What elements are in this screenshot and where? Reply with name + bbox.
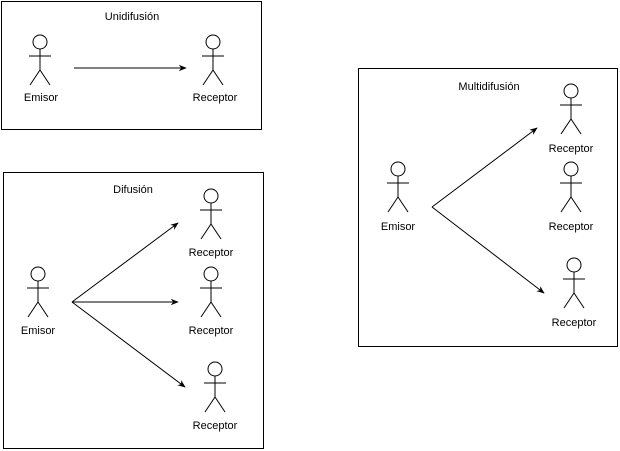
actor-right-leg bbox=[214, 396, 226, 413]
actor-left-leg bbox=[563, 292, 575, 309]
actor-right-leg bbox=[570, 196, 582, 213]
actor-right-leg bbox=[39, 69, 51, 86]
unicast-title: Unidifusión bbox=[105, 11, 159, 23]
actor-left-leg bbox=[200, 301, 212, 318]
actor-head bbox=[207, 361, 223, 377]
multicast-receiver-actor-3 bbox=[563, 257, 585, 309]
broadcast-receiver-label-1: Receptor bbox=[189, 247, 234, 259]
actor-left-leg bbox=[560, 118, 572, 135]
actor-left-leg bbox=[202, 69, 214, 86]
multicast-sender-label: Emisor bbox=[381, 221, 416, 233]
actor-head bbox=[205, 34, 221, 50]
unicast-sender-actor bbox=[29, 34, 51, 86]
actor-left-leg bbox=[204, 396, 216, 413]
multicast-receiver-actor-2 bbox=[560, 161, 582, 213]
broadcast-title: Difusión bbox=[113, 184, 153, 196]
actor-right-leg bbox=[397, 196, 409, 213]
broadcast-receiver-actor-2 bbox=[200, 266, 222, 318]
broadcast-panel: Difusión Emisor Receptor Receptor Recept… bbox=[3, 172, 264, 449]
actor-left-leg bbox=[27, 301, 39, 318]
actor-left-leg bbox=[200, 223, 212, 240]
multicast-receiver-label-1: Receptor bbox=[549, 143, 594, 155]
unicast-panel: Unidifusión Emisor Receptor bbox=[1, 1, 262, 130]
broadcast-receiver-label-3: Receptor bbox=[193, 420, 238, 432]
unicast-receiver-actor bbox=[202, 34, 224, 86]
actor-head bbox=[390, 161, 406, 177]
actor-right-leg bbox=[212, 69, 224, 86]
actor-left-leg bbox=[387, 196, 399, 213]
multicast-arrow-1 bbox=[431, 127, 538, 208]
actor-left-leg bbox=[29, 69, 41, 86]
broadcast-frame bbox=[3, 172, 264, 449]
multicast-title: Multidifusión bbox=[458, 81, 519, 93]
broadcast-receiver-actor-1 bbox=[200, 188, 222, 240]
actor-right-leg bbox=[37, 301, 49, 318]
actor-right-leg bbox=[573, 292, 585, 309]
multicast-arrow-2 bbox=[431, 206, 545, 294]
broadcast-receiver-actor-3 bbox=[204, 361, 226, 413]
broadcast-receiver-label-2: Receptor bbox=[189, 325, 234, 337]
multicast-receiver-label-3: Receptor bbox=[552, 317, 597, 329]
actor-left-leg bbox=[560, 196, 572, 213]
unicast-frame bbox=[1, 1, 262, 130]
multicast-receiver-label-2: Receptor bbox=[549, 221, 594, 233]
broadcast-sender-label: Emisor bbox=[21, 325, 56, 337]
actor-head bbox=[32, 34, 48, 50]
actor-head bbox=[203, 266, 219, 282]
broadcast-sender-actor bbox=[27, 266, 49, 318]
broadcast-arrow-3 bbox=[71, 301, 186, 388]
actor-head bbox=[563, 83, 579, 99]
actor-head bbox=[563, 161, 579, 177]
actor-right-leg bbox=[210, 301, 222, 318]
multicast-frame bbox=[358, 68, 618, 347]
actor-head bbox=[566, 257, 582, 273]
actor-right-leg bbox=[210, 223, 222, 240]
multicast-sender-actor bbox=[387, 161, 409, 213]
unicast-sender-label: Emisor bbox=[24, 92, 59, 104]
multicast-panel: Multidifusión Emisor Receptor Receptor R… bbox=[358, 68, 618, 347]
multicast-receiver-actor-1 bbox=[560, 83, 582, 135]
actor-head bbox=[203, 188, 219, 204]
actor-right-leg bbox=[570, 118, 582, 135]
actor-head bbox=[30, 266, 46, 282]
broadcast-arrow-1 bbox=[71, 222, 179, 303]
unicast-receiver-label: Receptor bbox=[193, 92, 238, 104]
